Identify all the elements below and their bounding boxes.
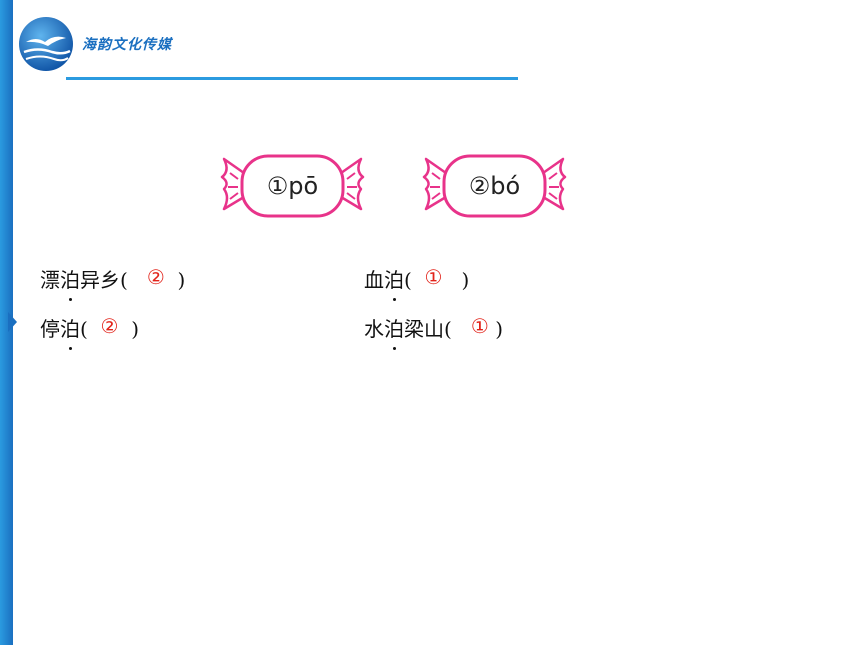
item-text: 异乡( bbox=[80, 268, 128, 292]
candy-label: ②bó bbox=[468, 172, 521, 200]
left-accent-bar bbox=[0, 0, 13, 645]
item-xuepo: 血泊( ① ) bbox=[364, 264, 470, 301]
candy-option-bo: ②bó bbox=[422, 153, 567, 219]
candy-shape-icon bbox=[220, 154, 365, 218]
dotted-char: 泊 bbox=[384, 313, 404, 350]
close-paren: ) bbox=[177, 268, 186, 292]
item-tingbo: 停泊( ② ) bbox=[40, 313, 139, 350]
answer-mark: ① bbox=[470, 314, 489, 338]
dotted-char: 泊 bbox=[60, 313, 80, 350]
left-notch-arrow bbox=[8, 312, 17, 332]
item-text: 水 bbox=[364, 317, 384, 341]
seagull-logo-icon bbox=[19, 17, 73, 71]
item-text: ( bbox=[404, 268, 412, 292]
answer-mark: ② bbox=[100, 314, 119, 338]
close-paren: ) bbox=[495, 317, 503, 341]
item-text: 梁山( bbox=[404, 317, 452, 341]
header-divider bbox=[66, 77, 518, 80]
candy-label: ①pō bbox=[266, 172, 319, 200]
candy-shape-icon bbox=[422, 154, 567, 218]
item-piaobo: 漂泊异乡( ② ) bbox=[40, 264, 186, 301]
item-shuipo: 水泊梁山( ① ) bbox=[364, 313, 503, 350]
item-text: 血 bbox=[364, 268, 384, 292]
answer-mark: ① bbox=[424, 265, 443, 289]
item-text: ( bbox=[80, 317, 88, 341]
item-text: 停 bbox=[40, 317, 60, 341]
dotted-char: 泊 bbox=[384, 264, 404, 301]
answer-mark: ② bbox=[146, 265, 165, 289]
close-paren: ) bbox=[461, 268, 470, 292]
item-text: 漂 bbox=[40, 268, 60, 292]
candy-option-po: ①pō bbox=[220, 153, 365, 219]
close-paren: ) bbox=[131, 317, 139, 341]
dotted-char: 泊 bbox=[60, 264, 80, 301]
brand-name: 海韵文化传媒 bbox=[82, 37, 172, 53]
